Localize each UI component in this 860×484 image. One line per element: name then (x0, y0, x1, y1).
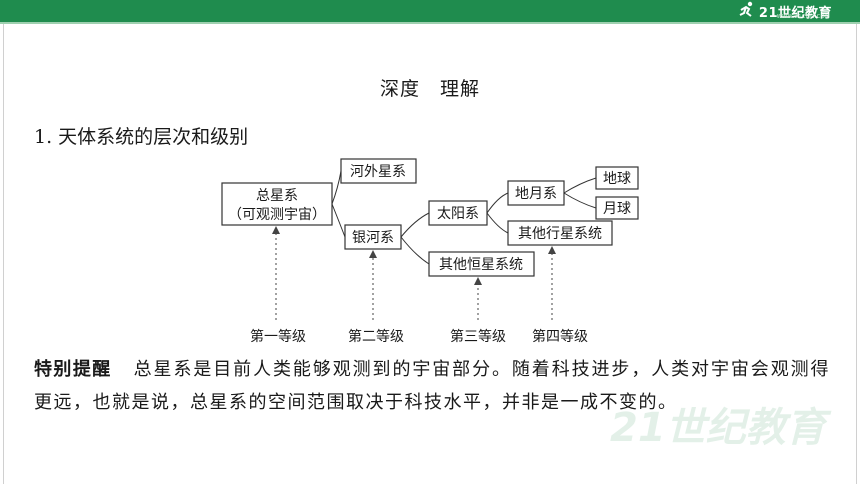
section-title: 深度 理解 (379, 78, 480, 100)
level-label-1: 第一等级 (250, 328, 306, 345)
connector-milky-way-solar (400, 212, 430, 238)
level-label-3: 第三等级 (450, 328, 506, 345)
level-label-4: 第四等级 (532, 328, 588, 345)
connector-earth-moon-earth (563, 177, 597, 194)
node-extragalactic: 河外星系 (350, 164, 406, 180)
node-box-universe (221, 182, 333, 226)
node-other-planets: 其他行星系统 (518, 226, 602, 242)
brand-name: 21世纪教育 (758, 5, 832, 21)
watermark-logo: 21世纪教育 (610, 405, 826, 451)
node-box-other-stars (428, 251, 535, 277)
heading: 1. 天体系统的层次和级别 (34, 126, 249, 148)
brand-site: WWW.21CNJY.COM (776, 14, 830, 20)
node-universe-line2: （可观测宇宙） (228, 207, 326, 223)
node-other-stars: 其他恒星系统 (439, 257, 523, 273)
connector-universe-extragalactic (331, 170, 342, 205)
connector-milky-way-other-stars (400, 236, 430, 265)
level3-arrowhead (474, 277, 482, 285)
node-universe-line1: 总星系 (256, 188, 298, 204)
left-border (3, 24, 4, 484)
connector-earth-moon-moon (563, 192, 597, 209)
connector-solar-other-planets (486, 212, 509, 234)
special-note: 特别提醒总星系是目前人类能够观测到的宇宙部分。随着科技进步，人类对宇宙会观测得更… (34, 353, 830, 419)
header-divider (0, 22, 860, 24)
node-box-milky-way (344, 224, 402, 250)
level1-arrowhead (272, 226, 280, 234)
connector-universe-milky-way (331, 203, 346, 238)
node-moon: 月球 (603, 201, 631, 217)
node-earth: 地球 (603, 171, 631, 187)
node-box-solar-system (428, 200, 488, 226)
level2-arrowhead (369, 250, 377, 258)
brand-logo: 21世纪教育 (738, 1, 832, 21)
level-label-2: 第二等级 (348, 328, 404, 345)
node-solar-system: 太阳系 (437, 206, 479, 222)
node-earth-moon: 地月系 (515, 186, 557, 202)
connector-solar-earth-moon (486, 192, 509, 214)
runner-icon (738, 1, 756, 21)
right-border (856, 24, 857, 484)
note-text: 总星系是目前人类能够观测到的宇宙部分。随着科技进步，人类对宇宙会观测得更远，也就… (34, 359, 831, 413)
node-milky-way: 银河系 (352, 230, 394, 246)
level4-arrowhead (548, 246, 556, 254)
node-box-extragalactic (340, 158, 417, 184)
note-label: 特别提醒 (34, 359, 112, 380)
header-bar: 21世纪教育 (0, 0, 860, 22)
